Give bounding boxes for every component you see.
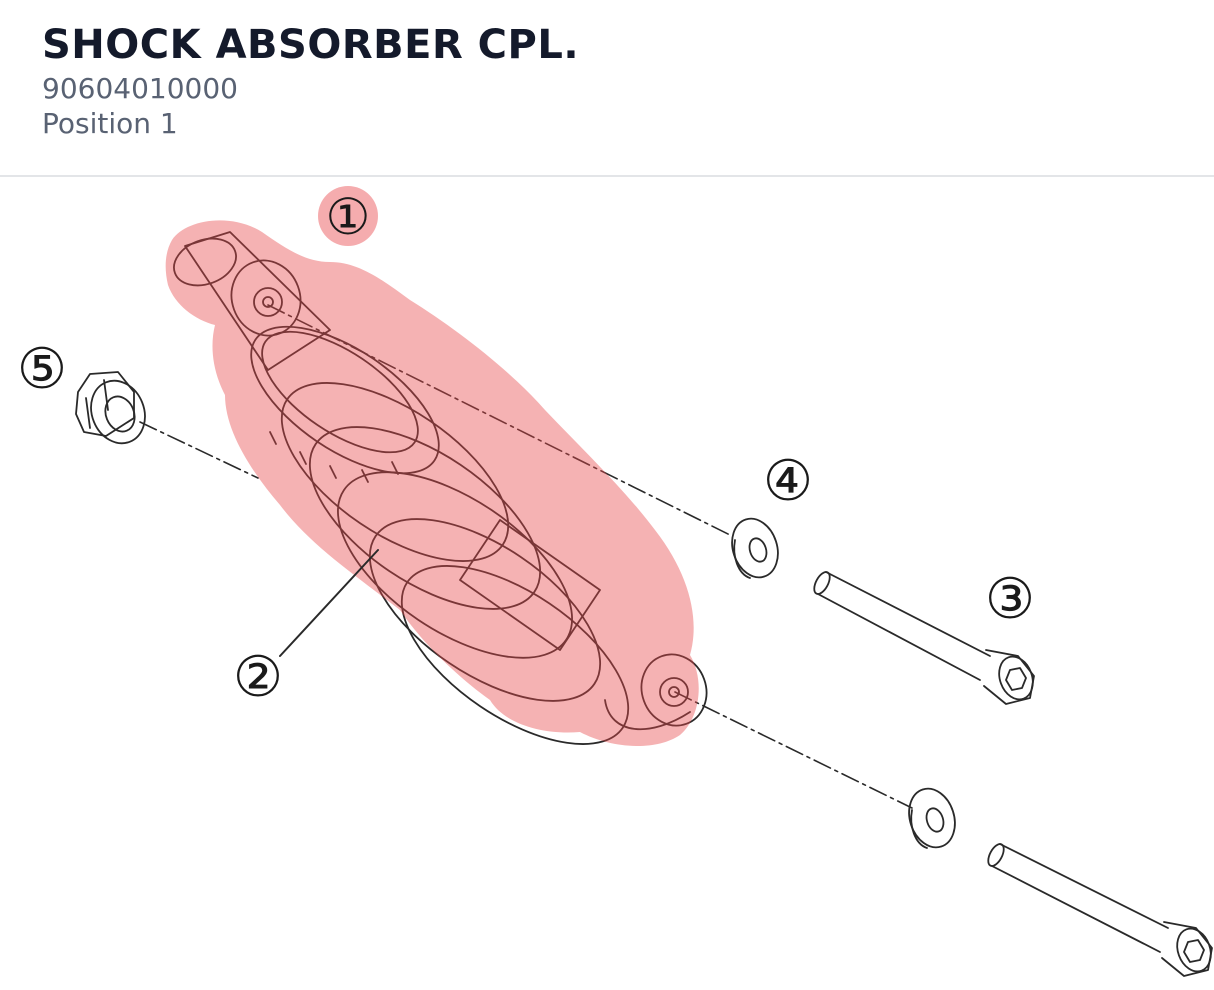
position-label: Position 1: [42, 107, 178, 140]
flange-nut: [75, 371, 146, 445]
callout-2-label: ②: [233, 645, 283, 710]
exploded-parts-diagram: ① ② ③ ④ ⑤: [0, 177, 1214, 990]
highlight-overlay: [165, 220, 699, 747]
callout-3-label: ③: [985, 567, 1035, 632]
leader-line-2: [279, 549, 379, 657]
callout-1-label: ①: [326, 188, 371, 246]
callout-2[interactable]: ②: [233, 645, 283, 710]
part-number: 90604010000: [42, 72, 238, 105]
mounting-axis-lines: [139, 304, 913, 809]
shock-absorber-body: [173, 231, 708, 745]
diagram-canvas: ① ② ③ ④ ⑤: [17, 186, 1213, 977]
callout-5-label: ⑤: [17, 337, 67, 402]
callout-3[interactable]: ③: [985, 567, 1035, 632]
coil-spring: [280, 382, 630, 745]
callout-4[interactable]: ④: [763, 449, 813, 514]
callout-4-label: ④: [763, 449, 813, 514]
washer-lower: [908, 787, 956, 849]
divider: [0, 175, 1214, 177]
part-header: SHOCK ABSORBER CPL. 90604010000 Position…: [0, 0, 1214, 176]
page-title: SHOCK ABSORBER CPL.: [42, 22, 580, 68]
bolt-lower: [987, 843, 1213, 977]
preload-adjuster: [250, 325, 440, 483]
bolt-upper: [813, 571, 1035, 705]
callout-1[interactable]: ①: [318, 186, 378, 246]
washer-upper: [731, 517, 779, 579]
callout-5[interactable]: ⑤: [17, 337, 67, 402]
